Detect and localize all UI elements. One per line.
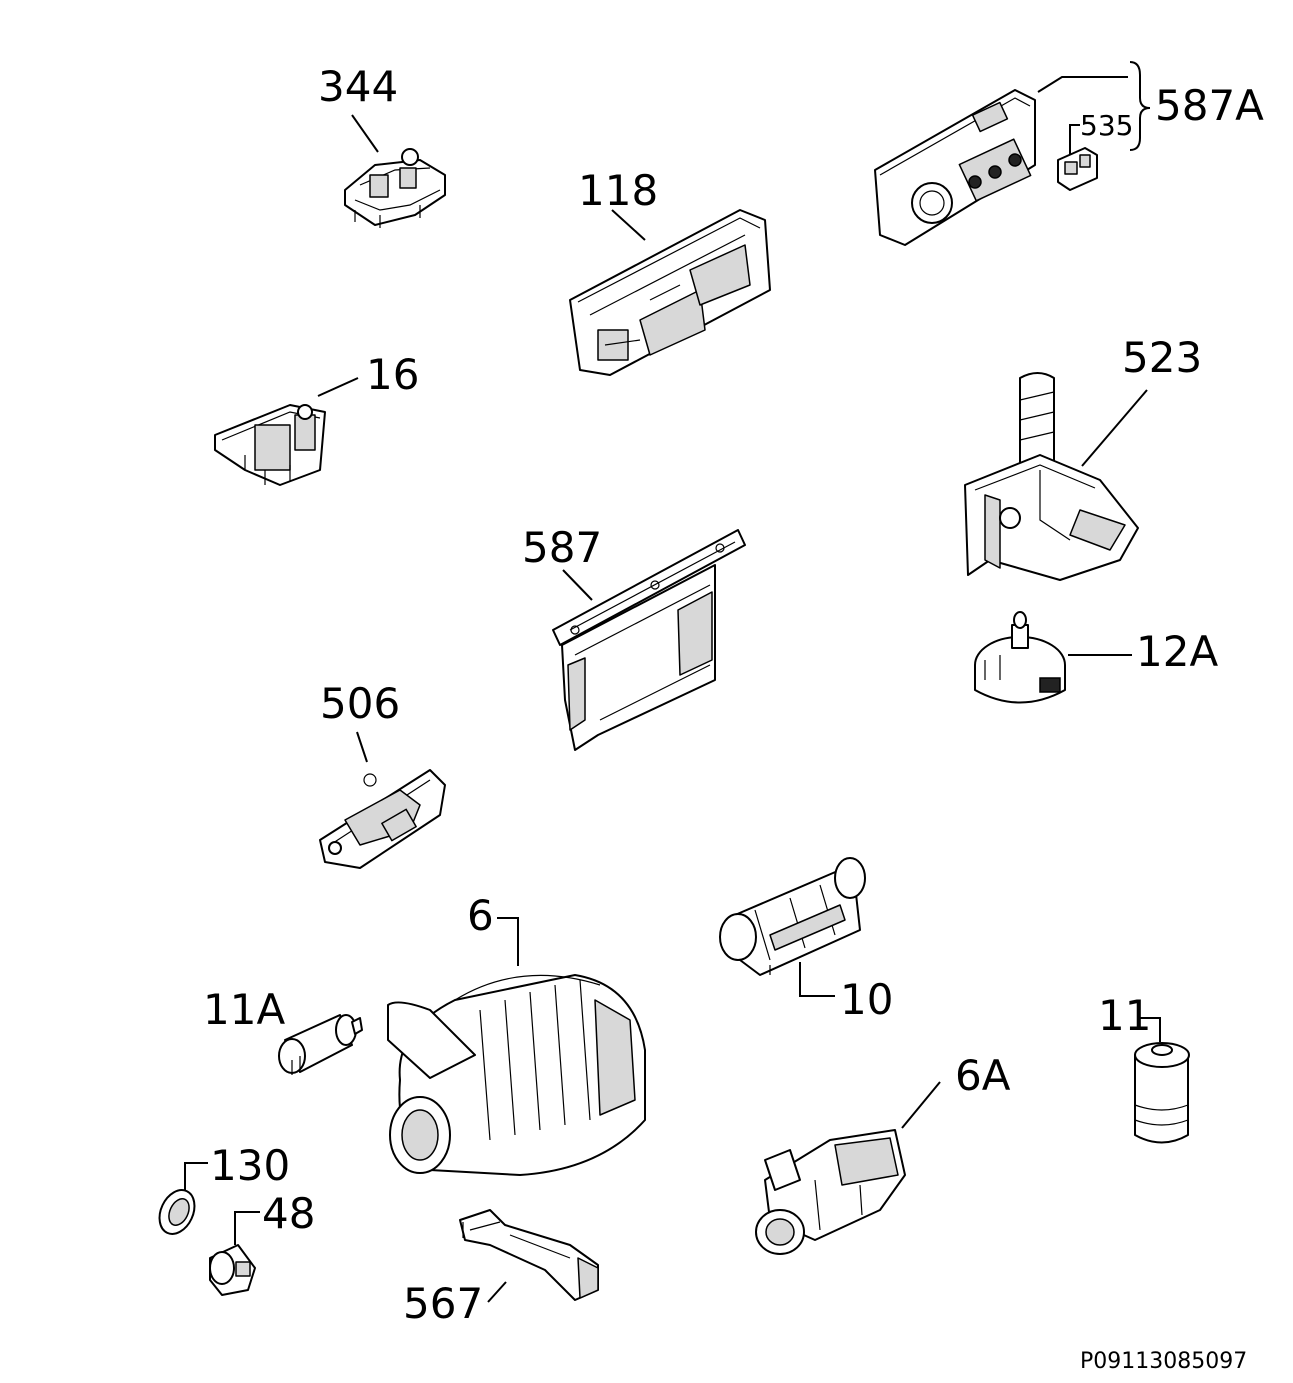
leader-587	[562, 569, 593, 601]
label-48: 48	[262, 1189, 315, 1238]
leader-16	[317, 377, 359, 397]
leader-587A-panel	[1037, 76, 1128, 93]
leader-567	[487, 1281, 507, 1303]
label-506: 506	[320, 679, 400, 728]
part-6A	[755, 1129, 906, 1255]
leader-6	[497, 917, 519, 966]
leader-506	[356, 731, 368, 763]
label-12A: 12A	[1136, 627, 1218, 676]
part-12A	[974, 611, 1066, 704]
leader-523	[1081, 389, 1148, 467]
part-567	[459, 1209, 599, 1301]
leader-10	[799, 962, 835, 997]
label-6A: 6A	[955, 1051, 1011, 1100]
label-567: 567	[403, 1279, 483, 1328]
part-16	[214, 404, 326, 486]
part-11	[1134, 1042, 1190, 1144]
part-587	[552, 529, 746, 751]
leader-6A	[901, 1081, 941, 1129]
part-11A	[278, 1014, 363, 1075]
label-344: 344	[318, 62, 398, 111]
label-11: 11	[1098, 991, 1151, 1040]
leader-344	[351, 114, 379, 153]
part-344	[344, 148, 446, 228]
part-10	[719, 857, 866, 976]
label-535: 535	[1080, 109, 1133, 142]
document-id: P09113085097	[1080, 1349, 1247, 1374]
part-130	[158, 1189, 196, 1235]
label-11A: 11A	[203, 985, 285, 1034]
part-587A	[874, 89, 1036, 246]
brace-587A	[1129, 61, 1151, 151]
part-506	[319, 769, 446, 869]
part-6	[387, 974, 646, 1176]
label-10: 10	[840, 975, 893, 1024]
part-48	[209, 1244, 256, 1296]
label-16: 16	[366, 350, 419, 399]
label-118: 118	[578, 166, 658, 215]
label-587: 587	[522, 523, 602, 572]
label-130: 130	[210, 1141, 290, 1190]
leader-130	[184, 1162, 208, 1190]
label-587A: 587A	[1155, 81, 1264, 130]
part-118	[569, 209, 771, 376]
leader-48	[234, 1211, 260, 1245]
label-6: 6	[467, 891, 494, 940]
part-535	[1057, 147, 1098, 191]
leader-11	[1140, 1017, 1161, 1042]
leader-535	[1069, 124, 1080, 155]
leader-118	[611, 209, 646, 241]
part-523	[964, 372, 1139, 581]
label-523: 523	[1122, 333, 1202, 382]
